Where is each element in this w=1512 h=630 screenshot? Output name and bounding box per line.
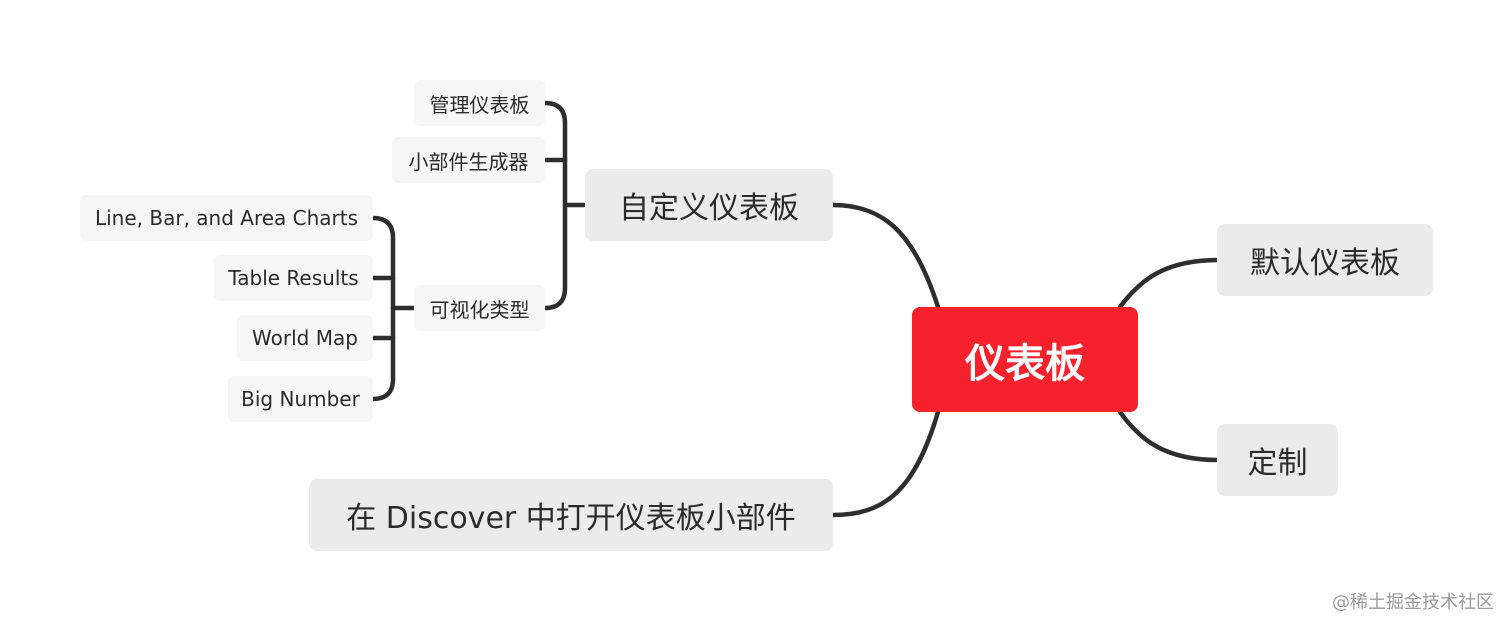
- node-customize[interactable]: 定制: [1217, 424, 1338, 496]
- bracket-custom: [542, 100, 568, 311]
- connector-root-custom: [830, 202, 941, 310]
- leaf-big-number[interactable]: Big Number: [228, 376, 373, 422]
- leaf-line-bar-area-charts[interactable]: Line, Bar, and Area Charts: [80, 195, 373, 241]
- leaf-table-results[interactable]: Table Results: [214, 255, 373, 301]
- node-widget-builder[interactable]: 小部件生成器: [392, 137, 545, 183]
- connector-root-discover: [830, 409, 941, 518]
- connector-root-customize: [1117, 409, 1221, 463]
- leaf-world-map[interactable]: World Map: [237, 315, 373, 361]
- bracket-viz: [370, 215, 396, 402]
- connector-root-default: [1117, 257, 1221, 310]
- node-open-in-discover[interactable]: 在 Discover 中打开仪表板小部件: [309, 479, 833, 551]
- watermark: @稀土掘金技术社区: [1332, 592, 1494, 613]
- root-node-dashboard[interactable]: 仪表板: [912, 307, 1138, 412]
- node-default-dashboard[interactable]: 默认仪表板: [1217, 224, 1433, 296]
- node-visualization-types[interactable]: 可视化类型: [414, 285, 545, 331]
- node-manage-dashboard[interactable]: 管理仪表板: [414, 80, 545, 126]
- node-custom-dashboard[interactable]: 自定义仪表板: [585, 169, 833, 241]
